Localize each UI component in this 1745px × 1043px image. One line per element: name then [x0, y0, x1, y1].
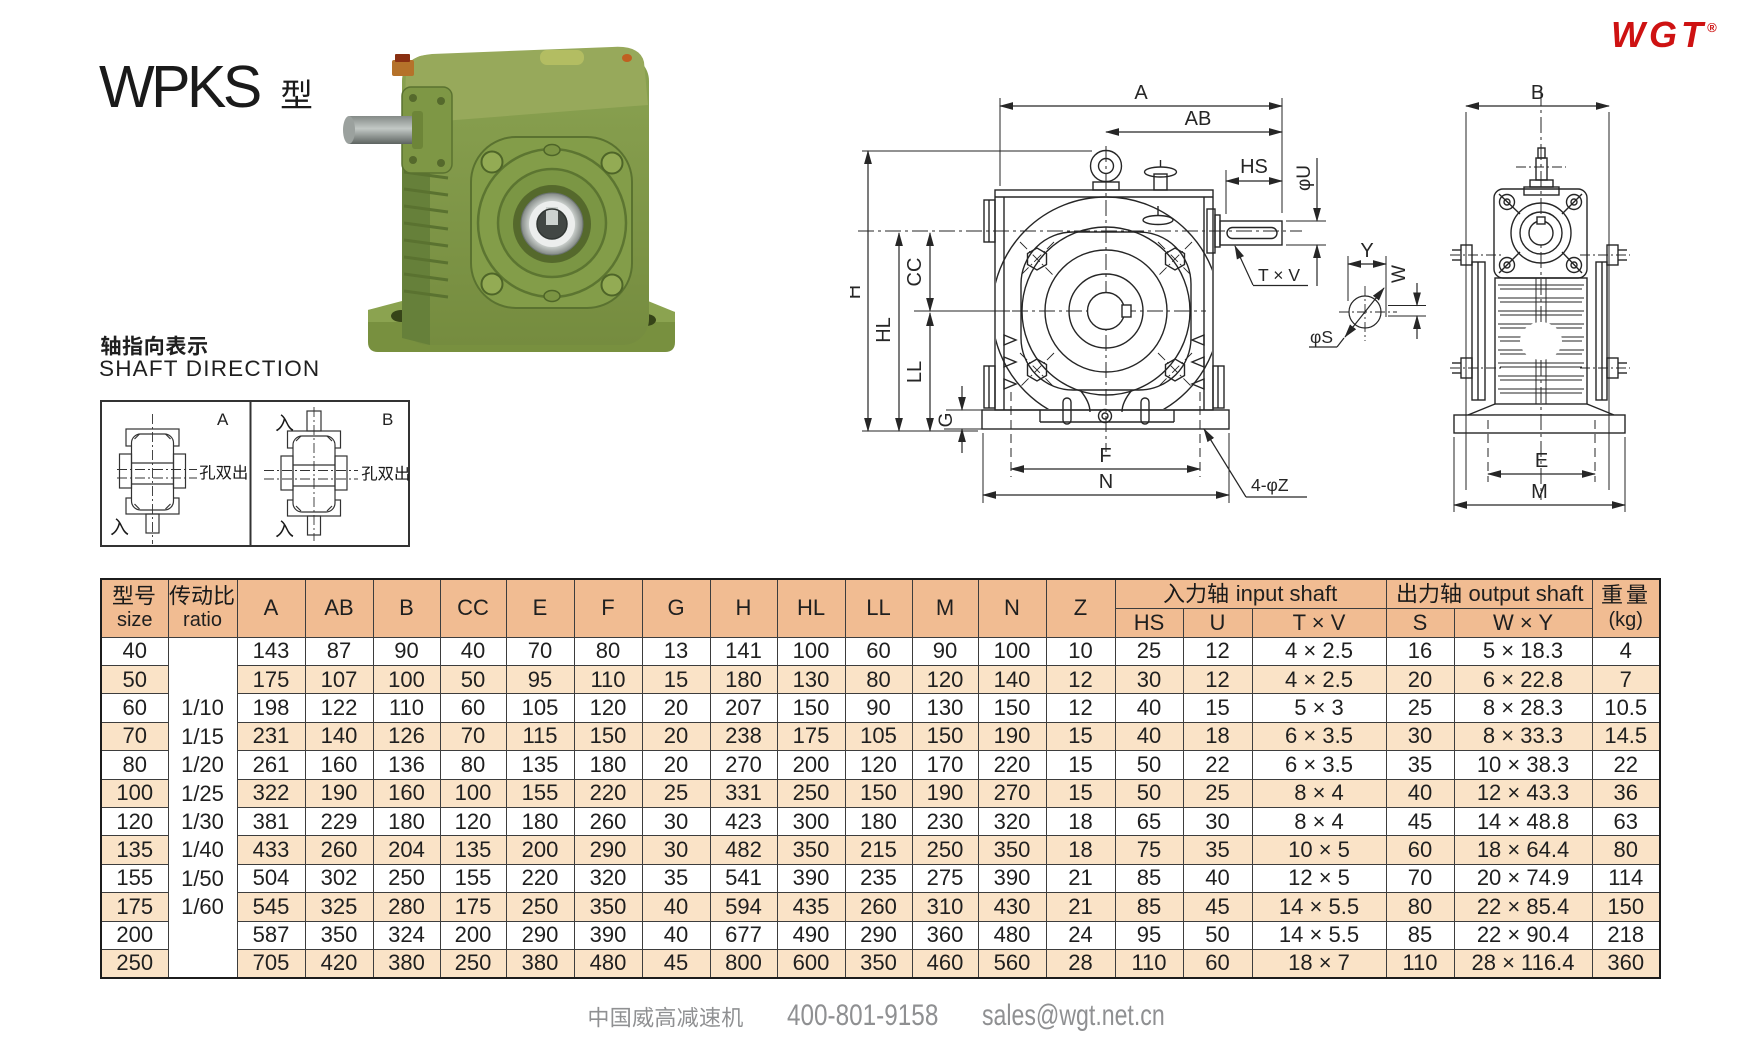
svg-text:H: H [850, 285, 865, 299]
svg-text:4-φZ: 4-φZ [1251, 475, 1289, 495]
svg-text:LL: LL [904, 361, 926, 383]
svg-text:A: A [217, 410, 229, 429]
svg-text:E: E [1535, 450, 1548, 472]
svg-text:HS: HS [1240, 156, 1268, 178]
svg-text:B: B [382, 410, 393, 429]
svg-text:N: N [1099, 471, 1113, 493]
svg-text:HL: HL [873, 317, 895, 343]
svg-text:CC: CC [904, 258, 926, 287]
svg-text:W: W [1389, 265, 1410, 283]
svg-text:φU: φU [1294, 165, 1315, 191]
svg-text:B: B [1531, 82, 1544, 104]
svg-text:φS: φS [1310, 327, 1333, 347]
svg-text:AB: AB [1185, 108, 1212, 130]
svg-text:F: F [1099, 445, 1111, 467]
svg-text:G: G [936, 413, 957, 428]
svg-text:T × V: T × V [1258, 265, 1300, 285]
svg-text:A: A [1134, 82, 1148, 104]
svg-text:Y: Y [1360, 240, 1373, 262]
svg-text:M: M [1531, 481, 1548, 503]
